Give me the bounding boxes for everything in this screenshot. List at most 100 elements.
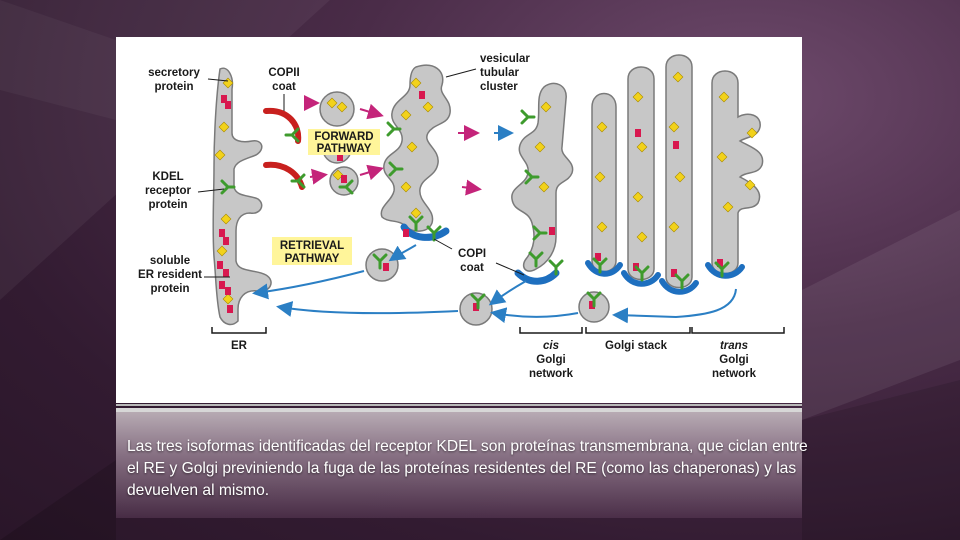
soluble-er-resident-label-3: protein xyxy=(151,283,190,295)
kdel-receptor-label-3: protein xyxy=(149,199,188,211)
copi-coat-label-1: COPI xyxy=(458,248,486,260)
er-bracket xyxy=(211,327,267,334)
kdel-receptor xyxy=(524,169,540,185)
kdel-receptor xyxy=(586,291,602,308)
copi-coat xyxy=(514,269,560,285)
forward-pathway-label-1: FORWARD xyxy=(314,131,373,143)
copii-coat xyxy=(263,161,305,190)
kdel-receptor xyxy=(674,273,690,290)
secretory-protein xyxy=(674,171,686,183)
figure-divider xyxy=(116,404,802,406)
secretory-protein xyxy=(632,91,644,103)
retrieval-arrow xyxy=(612,288,737,324)
golgi-cisterna xyxy=(665,54,693,289)
kdel-receptor xyxy=(528,251,544,268)
resident-protein xyxy=(419,91,425,99)
secretory-protein xyxy=(326,97,338,109)
resident-protein xyxy=(225,101,231,109)
secretory-protein xyxy=(596,221,608,233)
forward-arrow xyxy=(359,103,384,120)
copi-coat xyxy=(659,278,699,295)
resident-protein xyxy=(337,153,343,161)
secretory-protein xyxy=(534,141,546,153)
retrieval-pathway-label-1: RETRIEVAL xyxy=(280,240,344,252)
secretory-protein xyxy=(400,109,412,121)
resident-protein xyxy=(671,269,677,277)
secretory-protein xyxy=(718,91,730,103)
resident-protein xyxy=(717,259,723,267)
retrieval-pathway-box xyxy=(272,237,352,265)
secretory-protein xyxy=(406,141,418,153)
er-label: ER xyxy=(231,340,248,352)
slide-caption: Las tres isoformas identificadas del rec… xyxy=(127,438,808,499)
trans-golgi-label-2: Golgi xyxy=(719,354,748,366)
cis-golgi-bracket xyxy=(519,327,583,334)
golgi-cisterna xyxy=(627,66,655,281)
secretory-protein xyxy=(214,149,226,161)
copii-coat xyxy=(263,107,302,144)
pointer-line xyxy=(197,188,225,193)
forward-pathway-box xyxy=(308,129,380,155)
secretory-protein xyxy=(218,121,230,133)
soluble-er-resident-label-1: soluble xyxy=(150,255,190,267)
kdel-receptor xyxy=(548,259,564,276)
trans-golgi-bracket xyxy=(691,327,785,334)
soluble-er-resident-label-2: ER resident xyxy=(138,269,202,281)
kdel-receptor-group xyxy=(220,109,730,310)
cis-golgi-network xyxy=(511,82,574,272)
resident-protein xyxy=(383,263,389,271)
forward-arrow xyxy=(309,168,328,185)
cis-golgi-label-2: Golgi xyxy=(536,354,565,366)
copi-coat-label-2: coat xyxy=(460,262,484,274)
resident-protein xyxy=(217,261,223,269)
secretory-protein xyxy=(596,121,608,133)
secretory-protein xyxy=(722,201,734,213)
kdel-receptor xyxy=(426,225,442,242)
secretory-protein-label-1: secretory xyxy=(148,67,200,79)
secretory-protein xyxy=(668,221,680,233)
copi-coat xyxy=(621,270,661,287)
copi-coat xyxy=(585,260,623,277)
resident-protein xyxy=(223,237,229,245)
secretory-protein xyxy=(332,169,344,181)
copi-coat xyxy=(705,262,745,279)
retrieval-arrow xyxy=(252,270,365,300)
secretory-protein xyxy=(216,245,228,257)
secretory-protein xyxy=(422,101,434,113)
caption-panel xyxy=(116,412,802,518)
retrieval-arrow xyxy=(276,301,459,317)
resident-protein xyxy=(219,281,225,289)
kdel-receptor xyxy=(592,257,608,274)
forward-arrow xyxy=(461,179,482,196)
vtc-label-3: cluster xyxy=(480,81,518,93)
cis-golgi-label-3: network xyxy=(529,368,574,380)
retrieval-pathway-label-2: PATHWAY xyxy=(285,253,340,265)
secretory-protein xyxy=(632,191,644,203)
resident-protein xyxy=(341,175,347,183)
transport-vesicle xyxy=(319,91,355,127)
retrieval-arrow xyxy=(388,244,417,262)
pointer-line xyxy=(495,262,525,276)
secretory-protein xyxy=(222,293,234,305)
kdel-receptor xyxy=(388,161,404,177)
trans-golgi-label-1: trans xyxy=(720,340,748,352)
copii-coat-label-1: COPII xyxy=(268,67,299,79)
resident-protein xyxy=(549,227,555,235)
kdel-receptor xyxy=(634,265,650,282)
resident-protein xyxy=(219,229,225,237)
secretory-protein xyxy=(540,101,552,113)
secretory-protein xyxy=(746,127,758,139)
cis-golgi-label-1: cis xyxy=(543,340,559,352)
resident-protein xyxy=(221,95,227,103)
forward-arrow xyxy=(359,164,384,181)
kdel-receptor-label-2: receptor xyxy=(145,185,192,197)
golgi-stack-bracket xyxy=(585,327,691,334)
secretory-protein-group xyxy=(214,71,758,305)
pointer-line xyxy=(207,78,229,82)
resident-protein xyxy=(595,253,601,261)
retrieval-arrow xyxy=(490,307,579,324)
kdel-receptor xyxy=(386,121,402,137)
kdel-receptor xyxy=(470,293,486,310)
secretory-protein xyxy=(410,207,422,219)
kdel-receptor xyxy=(220,179,236,195)
